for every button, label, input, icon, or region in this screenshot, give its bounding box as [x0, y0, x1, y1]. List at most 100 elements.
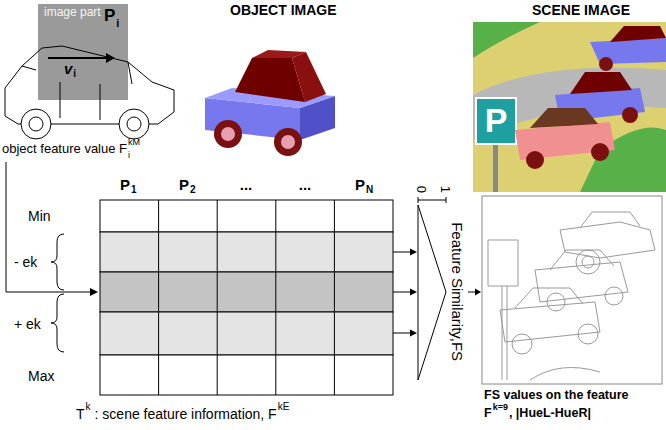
subscript: i: [73, 68, 76, 80]
feature-table: [334, 200, 335, 395]
row-label: Max: [28, 368, 54, 384]
subscript: i: [128, 150, 130, 160]
line-car: [22, 66, 36, 70]
part-label: image part: [44, 6, 101, 20]
subscript: 1: [131, 184, 137, 196]
range-brace: [51, 234, 64, 290]
row-label: Min: [28, 208, 51, 224]
vector-arrow: [48, 53, 115, 63]
edge-image: [530, 368, 600, 381]
object-car: [214, 120, 242, 148]
vector-arrow: [106, 53, 115, 63]
result-arrow: [468, 289, 481, 296]
axis-label: : scene feature information, F: [95, 406, 277, 422]
line-car: [21, 109, 51, 139]
column-header: P: [355, 176, 365, 193]
line-car: [5, 46, 174, 139]
part-name: P: [104, 6, 115, 26]
edge-image: [560, 222, 655, 258]
edge-image: [576, 250, 600, 274]
row-arrow: [393, 333, 411, 334]
feature-arrow: [6, 162, 91, 292]
scene-image: [473, 22, 666, 192]
edge-image: [550, 250, 614, 270]
similarity-triangle: [418, 197, 446, 380]
feature-table: [100, 232, 393, 272]
scene-image: [591, 143, 609, 161]
superscript: k: [86, 401, 91, 413]
feature-table: [100, 200, 393, 395]
row-arrow: [393, 292, 411, 293]
object-car: [221, 127, 235, 141]
edge-image: [502, 286, 507, 380]
result-arrow: [468, 292, 476, 293]
column-header: P: [120, 176, 130, 193]
feature-table: [100, 272, 393, 312]
column-header: ...: [299, 176, 312, 193]
feature-arrow: [90, 288, 98, 296]
object-car: [281, 135, 295, 149]
row-arrow: [410, 249, 417, 256]
feature-label: object feature value F: [2, 142, 127, 157]
vector-arrow: [48, 57, 107, 59]
similarity-triangle: [418, 197, 419, 203]
scene-image: [493, 144, 498, 192]
row-label: - ek: [14, 254, 37, 270]
column-header: P: [179, 176, 189, 193]
feature-table: [158, 200, 159, 395]
scene-image: [526, 151, 544, 169]
edge-image: [582, 256, 594, 268]
edge-image: [578, 324, 598, 344]
edge-image: [488, 240, 518, 286]
edge-image: [482, 196, 662, 384]
object-car: [292, 52, 326, 102]
panel-title: OBJECT IMAGE: [230, 2, 337, 18]
similarity-triangle: [446, 197, 447, 203]
range-brace: [51, 294, 64, 352]
scene-image: [473, 22, 666, 192]
line-car: [127, 117, 141, 131]
edge-image: [512, 334, 532, 354]
scene-image: [473, 22, 540, 58]
scene-image: [530, 108, 598, 128]
row-arrow: [410, 330, 417, 337]
feature-table: [100, 312, 393, 355]
edge-image: [547, 293, 565, 311]
feature-table: [100, 200, 393, 232]
object-car: [274, 128, 302, 156]
subscript: N: [366, 184, 373, 196]
caption-text: FS values on the feature: [484, 388, 628, 402]
scene-image: [570, 72, 632, 94]
edge-image: [488, 212, 655, 380]
edge-image: [605, 287, 623, 305]
row-arrow: [410, 289, 417, 296]
axis-label: T: [76, 406, 85, 422]
feature-arrow: [6, 162, 98, 296]
subscript: 2: [190, 184, 196, 196]
panel-title: SCENE IMAGE: [532, 2, 630, 18]
caption-text: F: [484, 406, 492, 420]
scene-image: [622, 107, 638, 123]
scene-image: [476, 98, 516, 144]
similarity-triangle: [418, 205, 446, 380]
result-arrow: [475, 289, 481, 296]
feature-table: [217, 200, 218, 395]
line-car: [119, 109, 149, 139]
image-part-region: [38, 4, 128, 100]
caption-text: , |HueL-HueR|: [509, 406, 591, 420]
subscript: i: [116, 17, 119, 30]
similarity-triangle: [418, 200, 446, 201]
row-arrow: [393, 252, 411, 253]
feature-table: [100, 355, 393, 395]
edge-image: [580, 212, 640, 228]
superscript: kE: [278, 401, 290, 413]
superscript: k=9: [493, 402, 508, 412]
edge-image: [515, 288, 583, 308]
sign-letter: P: [485, 101, 508, 140]
line-car: [29, 117, 43, 131]
row-label: + ek: [14, 316, 41, 332]
image-part-region: [38, 4, 128, 100]
edge-image: [482, 196, 662, 384]
